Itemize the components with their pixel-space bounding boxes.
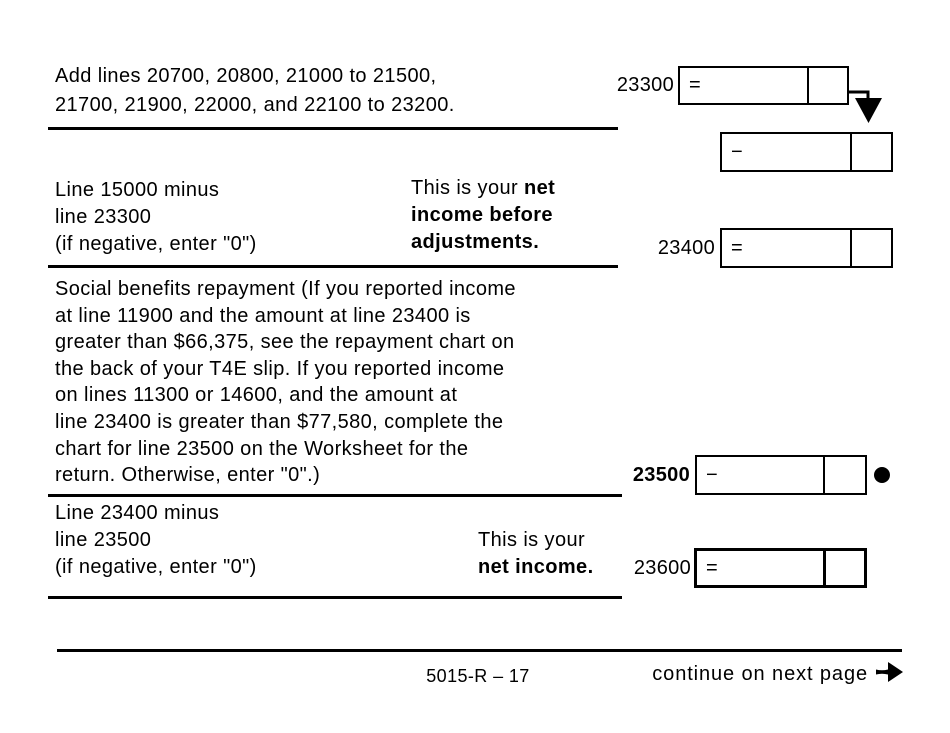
description-line: chart for line 23500 on the Worksheet fo…: [55, 437, 469, 460]
amount-box-23600[interactable]: =: [694, 548, 867, 588]
cents-divider: [807, 68, 809, 103]
description-line: (if negative, enter "0"): [55, 233, 257, 255]
equals-sign: =: [731, 236, 743, 259]
result-bold: net: [524, 177, 556, 199]
description-line: line 23500: [55, 529, 152, 551]
line-number-23400: 23400: [657, 236, 715, 259]
equals-sign: =: [706, 556, 718, 579]
description-line: Line 23400 minus: [55, 502, 220, 524]
amount-box-23300[interactable]: =: [678, 66, 849, 105]
amount-box-carry[interactable]: −: [720, 132, 893, 172]
section-divider-rule: [48, 265, 618, 268]
description-line: the back of your T4E slip. If you report…: [55, 357, 505, 380]
section-divider-rule: [48, 596, 622, 599]
cents-divider: [850, 230, 852, 266]
description-line: at line 11900 and the amount at line 234…: [55, 304, 471, 327]
description-line: Add lines 20700, 20800, 21000 to 21500,: [55, 65, 437, 87]
net-income-label: This is your net income.: [478, 527, 594, 581]
cents-divider: [823, 457, 825, 493]
bullet-icon: [874, 467, 890, 483]
footer-rule: [57, 649, 902, 652]
description-line: (if negative, enter "0"): [55, 556, 257, 578]
continue-next-page: continue on next page: [555, 660, 905, 686]
cents-divider: [850, 134, 852, 170]
line-number-23500: 23500: [632, 463, 690, 486]
footer-form-code: 5015-R – 17: [426, 666, 530, 686]
section-divider-rule: [48, 127, 618, 130]
net-income-before-adjustments-label: This is your net income before adjustmen…: [411, 175, 555, 256]
line-number-23300: 23300: [616, 74, 674, 96]
description-line: on lines 11300 or 14600, and the amount …: [55, 384, 458, 407]
section-23600-description: Line 23400 minus line 23500 (if negative…: [55, 500, 257, 581]
right-arrow-icon: [876, 662, 903, 682]
description-line: line 23300: [55, 206, 152, 228]
down-arrow-icon: [849, 90, 882, 123]
description-line: Social benefits repayment (If you report…: [55, 278, 516, 300]
cents-divider: [823, 551, 826, 585]
description-line: Line 15000 minus: [55, 179, 220, 201]
minus-sign: −: [706, 463, 718, 486]
description-line: line 23400 is greater than $77,580, comp…: [55, 410, 504, 433]
minus-sign: −: [731, 140, 743, 163]
result-bold: adjustments.: [411, 231, 540, 253]
section-23400-description: Line 15000 minus line 23300 (if negative…: [55, 177, 257, 258]
description-line: return. Otherwise, enter "0".): [55, 464, 321, 487]
amount-box-23400[interactable]: =: [720, 228, 893, 268]
continue-next-page-text: continue on next page: [652, 663, 868, 685]
line-number-23600: 23600: [633, 556, 691, 579]
description-line: greater than $66,375, see the repayment …: [55, 331, 515, 354]
result-bold: net income.: [478, 556, 594, 578]
result-prefix: This is your: [411, 177, 525, 199]
section-23500-description: Social benefits repayment (If you report…: [55, 276, 516, 489]
description-line: 21700, 21900, 22000, and 22100 to 23200.: [55, 93, 455, 116]
amount-box-23500[interactable]: −: [695, 455, 867, 495]
result-prefix: This is your: [478, 529, 586, 551]
result-bold: income before: [411, 204, 553, 226]
section-divider-rule: [48, 494, 622, 497]
equals-sign: =: [689, 74, 701, 96]
section-23300-description: Add lines 20700, 20800, 21000 to 21500, …: [55, 62, 455, 119]
